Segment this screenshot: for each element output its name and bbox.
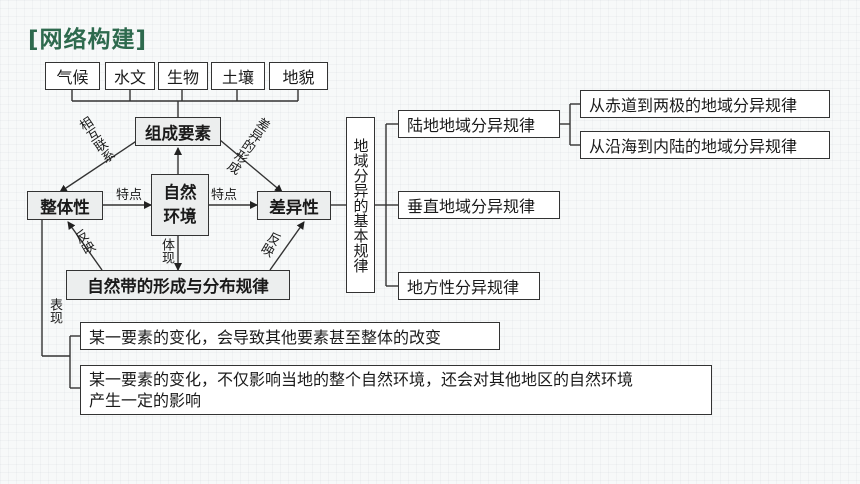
- node-difference: 差异性: [257, 191, 331, 220]
- subrule-equator-poles: 从赤道到两极的地域分异规律: [580, 90, 830, 118]
- rule-vertical: 垂直地域分异规律: [398, 191, 560, 219]
- element-soil: 土壤: [211, 62, 265, 90]
- manifestation-1: 某一要素的变化，会导致其他要素甚至整体的改变: [80, 322, 500, 350]
- subrule-coast-inland: 从沿海到内陆的地域分异规律: [580, 131, 830, 159]
- element-biology: 生物: [158, 62, 208, 90]
- node-environment-text: 自然环境: [163, 183, 197, 226]
- manifestation-2: 某一要素的变化，不仅影响当地的整个自然环境，还会对其他地区的自然环境 产生一定的…: [80, 365, 712, 415]
- element-landform: 地貌: [269, 62, 328, 90]
- node-environment: 自然环境: [151, 174, 209, 236]
- regional-rules-title: 地域分异的基本规律: [346, 117, 375, 293]
- rule-land: 陆地地域分异规律: [398, 110, 560, 138]
- label-feature-right: 特点: [211, 188, 238, 203]
- node-wholeness: 整体性: [27, 191, 103, 220]
- manifestation-2-line-b: 产生一定的影响: [89, 391, 202, 410]
- node-composition: 组成要素: [135, 117, 221, 146]
- element-hydrology: 水文: [105, 62, 155, 90]
- rule-local: 地方性分异规律: [398, 272, 540, 300]
- node-zones: 自然带的形成与分布规律: [66, 270, 290, 300]
- label-feature-left: 特点: [116, 188, 143, 203]
- element-climate: 气候: [45, 62, 100, 90]
- label-embody: 体现: [159, 238, 174, 264]
- manifestation-2-line-a: 某一要素的变化，不仅影响当地的整个自然环境，还会对其他地区的自然环境: [89, 370, 634, 389]
- section-title: [网络构建]: [28, 27, 148, 53]
- label-manifest: 表现: [47, 298, 62, 324]
